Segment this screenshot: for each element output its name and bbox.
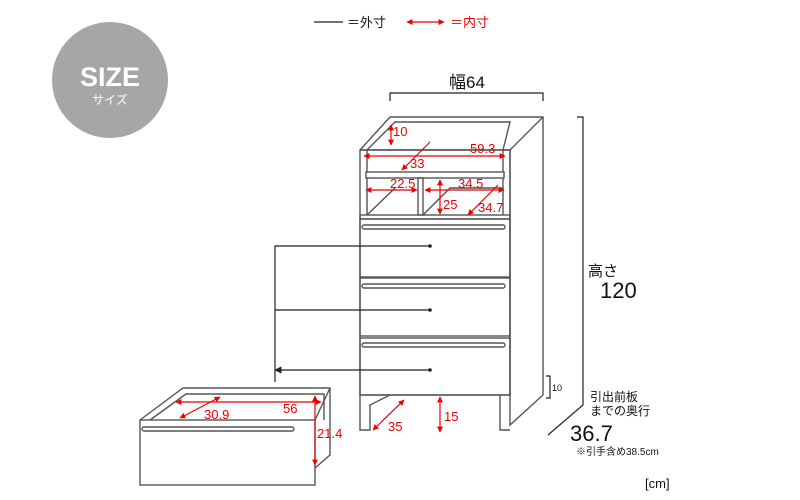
height-value: 120 (600, 278, 637, 303)
drawer-handle (141, 426, 295, 432)
drawer-callout-lines (275, 245, 430, 382)
plinth-height: 10 (552, 383, 562, 393)
legend: ＝外寸 ＝内寸 (314, 15, 489, 30)
drawer-height: 21.4 (317, 426, 342, 441)
drawer-width: 56 (283, 401, 297, 416)
drawer-2[interactable] (359, 277, 511, 337)
shelf-depth: 34.7 (478, 200, 503, 215)
right-shelf-width: 34.5 (458, 176, 483, 191)
leg-depth: 35 (388, 419, 402, 434)
shelf-height: 25 (443, 197, 457, 212)
badge-title: SIZE (80, 62, 140, 92)
drawer-detail: 30.9 56 21.4 (139, 387, 342, 486)
depth-label-1: 引出前板 (590, 389, 638, 404)
height-label: 高さ (588, 263, 618, 280)
badge-subtitle: サイズ (92, 92, 128, 107)
depth-note: ※引手含め38.5cm (576, 445, 659, 458)
depth-label-2: までの奥行 (590, 404, 650, 418)
drawer-1[interactable] (359, 218, 511, 278)
leg-height: 15 (444, 409, 458, 424)
depth-value: 36.7 (570, 421, 613, 446)
inner-legend-label: ＝内寸 (450, 15, 489, 30)
top-inner-height: 10 (393, 124, 407, 139)
badge-circle (52, 22, 168, 138)
left-shelf-width: 22.5 (390, 176, 415, 191)
top-inner-depth: 33 (410, 156, 424, 171)
plinth-bracket (546, 375, 551, 399)
drawer-3[interactable] (359, 337, 511, 396)
top-inner-width: 59.3 (470, 141, 495, 156)
height-bracket (547, 116, 584, 436)
inner-dimensions: 10 59.3 33 22.5 34.5 25 34.7 15 35 (363, 124, 506, 434)
drawer-depth: 30.9 (204, 407, 229, 422)
outer-legend-label: ＝外寸 (347, 15, 386, 30)
size-badge: SIZE サイズ (52, 22, 168, 138)
width-bracket (389, 92, 544, 101)
width-label: 幅64 (449, 73, 485, 92)
unit-label: [cm] (645, 476, 670, 491)
drawer-handle[interactable] (361, 342, 506, 348)
drawer-handle[interactable] (361, 283, 506, 289)
drawer-handle[interactable] (361, 224, 506, 230)
cabinet (359, 116, 544, 431)
